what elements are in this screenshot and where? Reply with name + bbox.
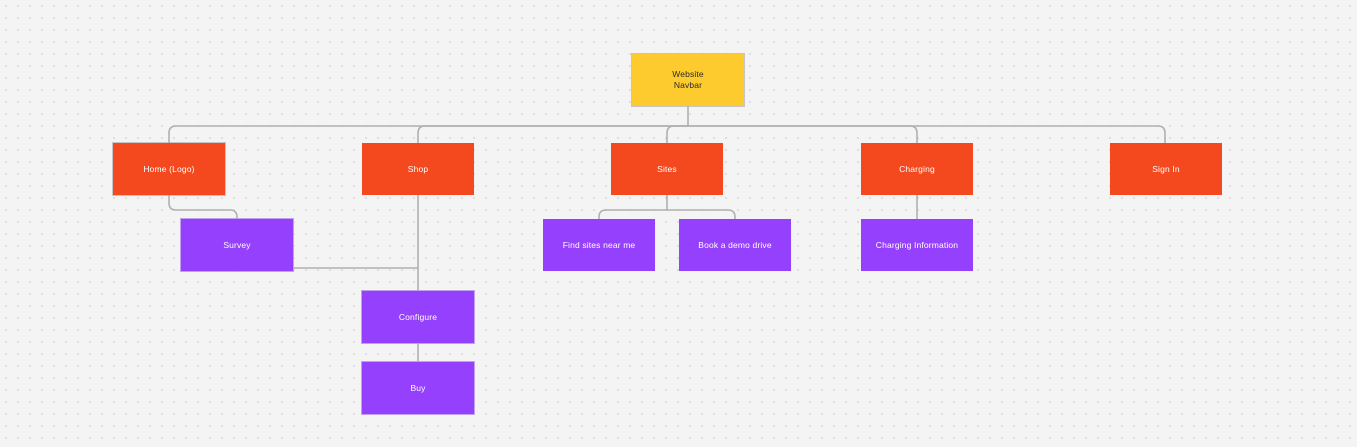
node-label: Charging xyxy=(899,163,935,174)
node-configure[interactable]: Configure xyxy=(362,291,474,343)
node-label: Website Navbar xyxy=(672,69,704,90)
edge-bus-left xyxy=(168,125,689,144)
node-label: Buy xyxy=(410,382,426,393)
node-sites[interactable]: Sites xyxy=(611,143,723,195)
node-find-sites-near-me[interactable]: Find sites near me xyxy=(543,219,655,271)
node-buy[interactable]: Buy xyxy=(362,362,474,414)
edge-navbar-signin xyxy=(687,125,1166,144)
node-charging-information[interactable]: Charging Information xyxy=(861,219,973,271)
node-book-a-demo-drive[interactable]: Book a demo drive xyxy=(679,219,791,271)
node-sign-in[interactable]: Sign In xyxy=(1110,143,1222,195)
node-label: Survey xyxy=(223,239,251,250)
node-survey[interactable]: Survey xyxy=(181,219,293,271)
node-shop[interactable]: Shop xyxy=(362,143,474,195)
node-home-logo[interactable]: Home (Logo) xyxy=(113,143,225,195)
edge-navbar-sites xyxy=(666,125,689,144)
edge-bus-right xyxy=(687,125,918,144)
node-label: Sites xyxy=(657,163,677,174)
edge-home-survey xyxy=(168,194,238,220)
node-label: Configure xyxy=(398,311,438,322)
edge-sites-findsites xyxy=(598,209,668,220)
node-label: Shop xyxy=(407,163,429,174)
node-label: Book a demo drive xyxy=(698,239,772,250)
node-website-navbar[interactable]: Website Navbar xyxy=(632,54,744,106)
node-label: Home (Logo) xyxy=(143,163,195,174)
node-charging[interactable]: Charging xyxy=(861,143,973,195)
node-label: Sign In xyxy=(1152,163,1180,174)
edge-navbar-shop xyxy=(417,125,689,144)
node-label: Find sites near me xyxy=(562,239,636,250)
node-label: Charging Information xyxy=(875,239,959,250)
edge-sites-demodrive xyxy=(666,209,736,220)
